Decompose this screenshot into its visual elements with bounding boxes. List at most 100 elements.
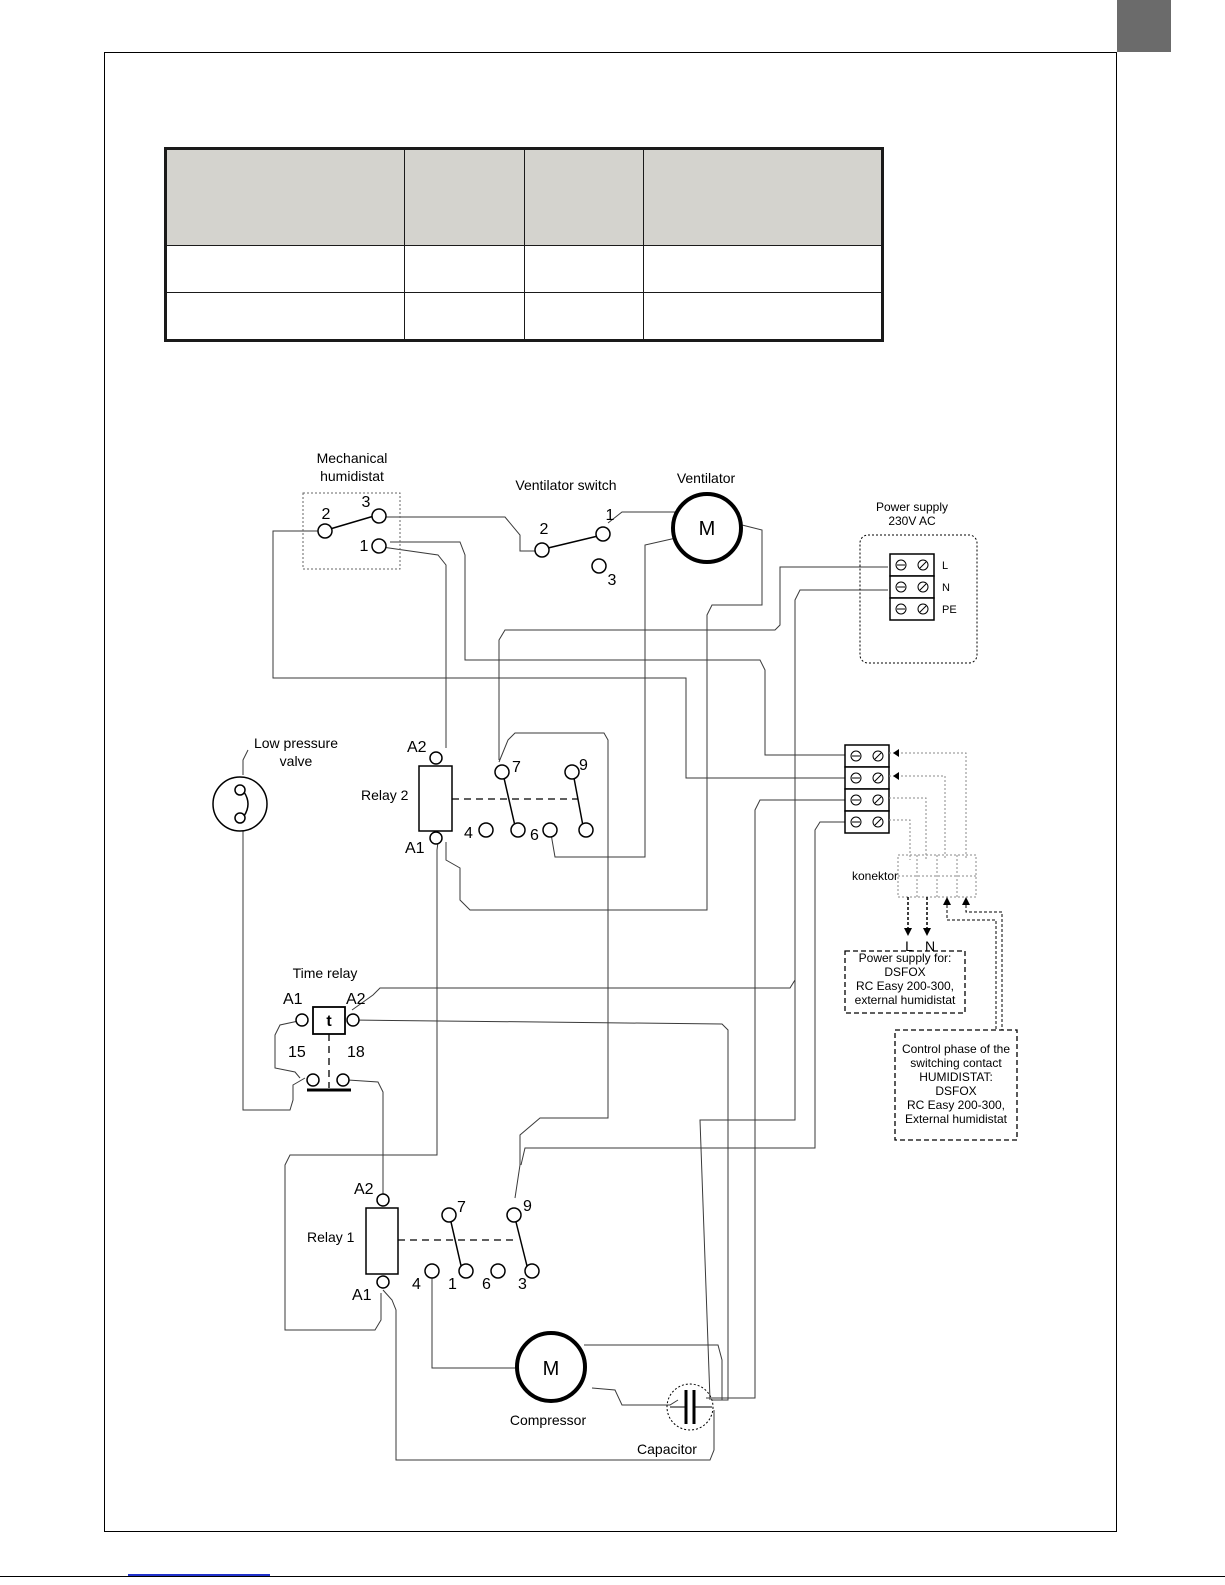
relay-2-a2-label: A2 bbox=[407, 739, 427, 756]
wires bbox=[242, 511, 888, 1461]
terminal-label-n: N bbox=[942, 582, 950, 594]
compressor-label: Compressor bbox=[510, 1412, 587, 1428]
terminal bbox=[336, 1073, 350, 1087]
humidistat-contact bbox=[329, 515, 375, 530]
terminal bbox=[441, 1207, 457, 1223]
terminal bbox=[506, 1207, 522, 1223]
table-cell bbox=[643, 245, 883, 293]
ventilator-switch: Ventilator switch 2 1 3 bbox=[515, 477, 616, 589]
terminal-number: 2 bbox=[322, 506, 331, 523]
terminal bbox=[234, 784, 246, 796]
table-cell bbox=[165, 292, 405, 341]
ventilator-switch-label: Ventilator switch bbox=[515, 477, 616, 493]
power-supply-for-line: external humidistat bbox=[855, 993, 956, 1007]
terminal bbox=[591, 558, 607, 574]
control-phase-box: Control phase of the switching contact H… bbox=[894, 1029, 1018, 1141]
relay-contact bbox=[515, 1221, 529, 1271]
output-l-label: L bbox=[905, 938, 913, 954]
control-phase-line: RC Easy 200-300, bbox=[907, 1098, 1005, 1112]
terminal-number: 9 bbox=[579, 757, 588, 774]
terminal bbox=[429, 831, 443, 845]
ventilator-switch-contact bbox=[547, 535, 599, 549]
table-header-cell bbox=[643, 148, 883, 246]
time-relay: Time relay t A1 A2 15 18 bbox=[283, 965, 366, 1092]
low-pressure-label-1: Low pressure bbox=[254, 735, 338, 751]
spec-table bbox=[164, 147, 884, 342]
power-supply-for-line: RC Easy 200-300, bbox=[856, 979, 954, 993]
terminal-number: 7 bbox=[457, 1199, 466, 1216]
mechanical-humidistat: Mechanical humidistat 2 3 1 bbox=[302, 450, 401, 570]
power-supply: Power supply 230V AC L N PE bbox=[859, 500, 978, 664]
terminal-number: 1 bbox=[448, 1276, 457, 1293]
power-supply-for-line: DSFOX bbox=[884, 965, 925, 979]
control-phase-line: HUMIDISTAT: bbox=[919, 1070, 993, 1084]
relay-contact bbox=[573, 777, 584, 827]
terminal bbox=[306, 1073, 320, 1087]
terminal-number: 4 bbox=[412, 1276, 421, 1293]
ventilator-label: Ventilator bbox=[677, 470, 736, 486]
capacitor-label: Capacitor bbox=[637, 1441, 697, 1457]
terminal bbox=[458, 1263, 474, 1279]
relay-1-label: Relay 1 bbox=[307, 1229, 355, 1245]
relay-coil bbox=[365, 1207, 399, 1275]
terminal bbox=[494, 764, 510, 780]
capacitor-icon bbox=[666, 1383, 714, 1431]
footer-link[interactable] bbox=[128, 1574, 270, 1576]
ventilator-motor: Ventilator M bbox=[671, 470, 743, 564]
relay-1-a1-label: A1 bbox=[352, 1287, 372, 1304]
humidistat-box bbox=[302, 492, 401, 570]
terminal-number: 6 bbox=[482, 1276, 491, 1293]
terminal-number: 18 bbox=[347, 1044, 365, 1061]
motor-symbol: M bbox=[699, 518, 716, 540]
table-cell bbox=[165, 245, 405, 293]
table-row bbox=[165, 245, 883, 293]
output-n-label: N bbox=[925, 938, 935, 954]
low-pressure-label-2: valve bbox=[280, 753, 313, 769]
terminal bbox=[595, 526, 611, 542]
relay-2: Relay 2 A2 A1 7 9 4 6 bbox=[361, 739, 594, 857]
time-relay-coil bbox=[312, 1006, 346, 1035]
control-phase-line: Control phase of the bbox=[902, 1042, 1010, 1056]
terminal-block bbox=[844, 744, 967, 860]
relay-contact bbox=[503, 777, 516, 827]
konektor-label: konektor bbox=[852, 869, 898, 883]
power-supply-for-box: Power supply for: DSFOX RC Easy 200-300,… bbox=[844, 950, 966, 1014]
table-cell bbox=[643, 292, 883, 341]
motor-icon bbox=[515, 1331, 587, 1403]
terminal-number: 4 bbox=[464, 825, 473, 842]
power-supply-box bbox=[859, 534, 978, 664]
time-relay-symbol: t bbox=[326, 1013, 332, 1030]
table-header-cell bbox=[523, 148, 644, 246]
power-supply-label-2: 230V AC bbox=[888, 514, 936, 528]
terminal-number: 3 bbox=[362, 494, 371, 511]
terminal bbox=[534, 542, 550, 558]
capacitor: Capacitor bbox=[637, 1383, 714, 1457]
terminal bbox=[424, 1263, 440, 1279]
footer-rule bbox=[0, 1576, 1225, 1577]
terminal bbox=[542, 822, 558, 838]
terminal bbox=[371, 508, 387, 524]
terminal bbox=[371, 538, 387, 554]
terminal bbox=[429, 751, 443, 765]
control-phase-line: switching contact bbox=[910, 1056, 1002, 1070]
terminal bbox=[578, 822, 594, 838]
page-frame bbox=[104, 52, 1117, 1532]
terminal bbox=[295, 1013, 309, 1027]
relay-coil bbox=[418, 765, 453, 832]
terminal-number: 7 bbox=[512, 759, 521, 776]
terminal-number: 3 bbox=[608, 572, 617, 589]
terminal bbox=[564, 764, 580, 780]
table-header-cell bbox=[404, 148, 525, 246]
terminal-number: 15 bbox=[288, 1044, 306, 1061]
compressor: M Compressor bbox=[510, 1331, 587, 1428]
time-relay-label: Time relay bbox=[293, 965, 358, 981]
table-cell bbox=[523, 245, 644, 293]
relay-1-a2-label: A2 bbox=[354, 1181, 374, 1198]
power-supply-for-line: Power supply for: bbox=[859, 951, 952, 965]
time-relay-a2-label: A2 bbox=[346, 991, 366, 1008]
valve-icon bbox=[212, 776, 268, 832]
terminal-number: 1 bbox=[360, 538, 369, 555]
humidistat-label-2: humidistat bbox=[320, 468, 384, 484]
power-supply-label-1: Power supply bbox=[876, 500, 948, 514]
